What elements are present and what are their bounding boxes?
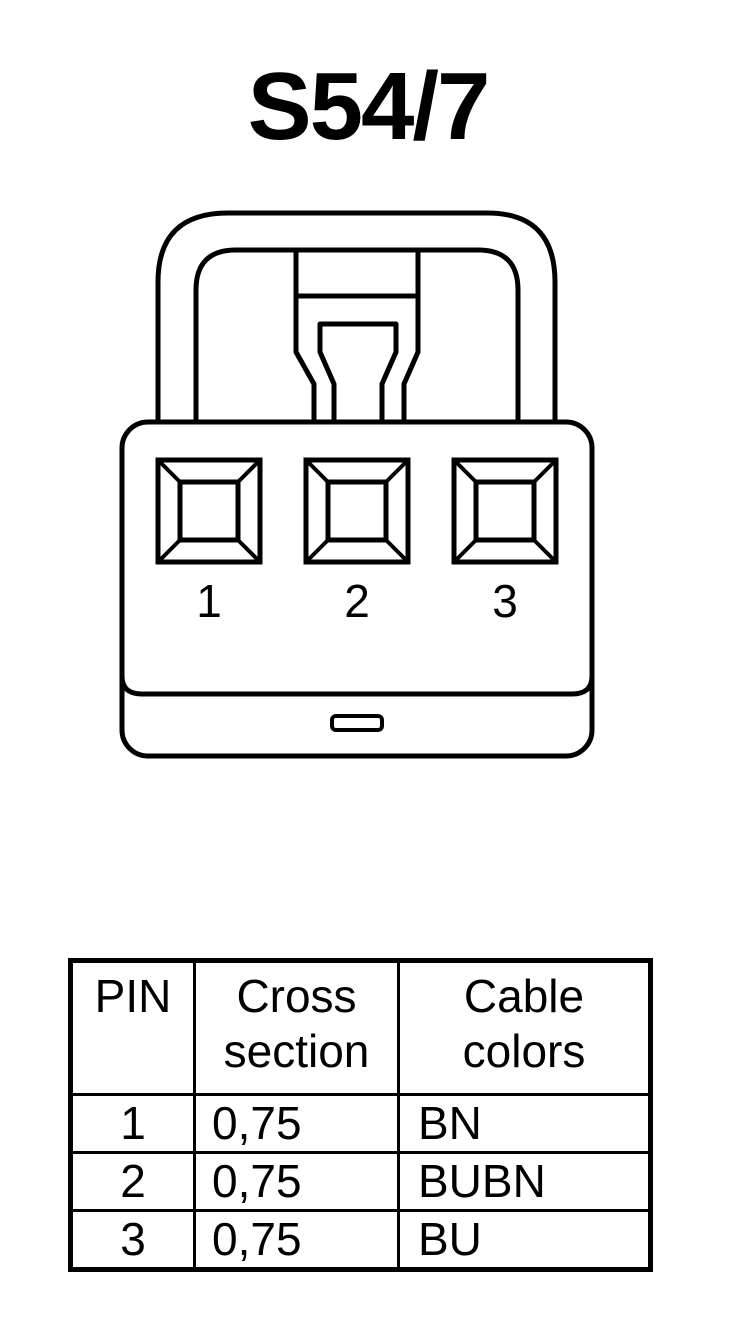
connector-housing: [119, 419, 595, 759]
locking-clip: [293, 247, 421, 425]
table-row: 3 0,75 BU: [69, 1209, 652, 1271]
pin-assignment-table: PIN Cross section Cable colors 1 0,75 BN…: [68, 958, 653, 1272]
latch-inner: [193, 247, 521, 425]
pin-cavity: [155, 457, 263, 565]
cell-cross-section: 0,75: [193, 1151, 400, 1212]
header-pin: PIN: [69, 959, 196, 1096]
pin-cavity: [451, 457, 559, 565]
cell-cable-color: BUBN: [397, 1151, 652, 1212]
pin-cavity: [303, 457, 411, 565]
pin-number-label: 1: [196, 575, 222, 627]
cell-pin: 3: [69, 1209, 196, 1271]
header-cable-colors: Cable colors: [397, 959, 652, 1096]
diagram-title: S54/7: [247, 53, 491, 160]
pin-cavities: [155, 457, 559, 565]
pin-number-label: 3: [492, 575, 518, 627]
table-row: 2 0,75 BUBN: [69, 1151, 652, 1212]
pin-labels: 1 2 3: [196, 575, 518, 627]
coding-slot: [330, 714, 384, 732]
housing-ledge: [119, 673, 595, 697]
cell-pin: 1: [69, 1093, 196, 1154]
cell-pin: 2: [69, 1151, 196, 1212]
cell-cable-color: BN: [397, 1093, 652, 1154]
table-row: 1 0,75 BN: [69, 1093, 652, 1154]
cell-cross-section: 0,75: [193, 1093, 400, 1154]
locking-clip-inner: [317, 321, 399, 425]
header-cross-section: Cross section: [193, 959, 400, 1096]
cell-cross-section: 0,75: [193, 1209, 400, 1271]
table-header-row: PIN Cross section Cable colors: [69, 959, 652, 1096]
cell-cable-color: BU: [397, 1209, 652, 1271]
pin-number-label: 2: [344, 575, 370, 627]
latch-outer: [155, 210, 558, 425]
